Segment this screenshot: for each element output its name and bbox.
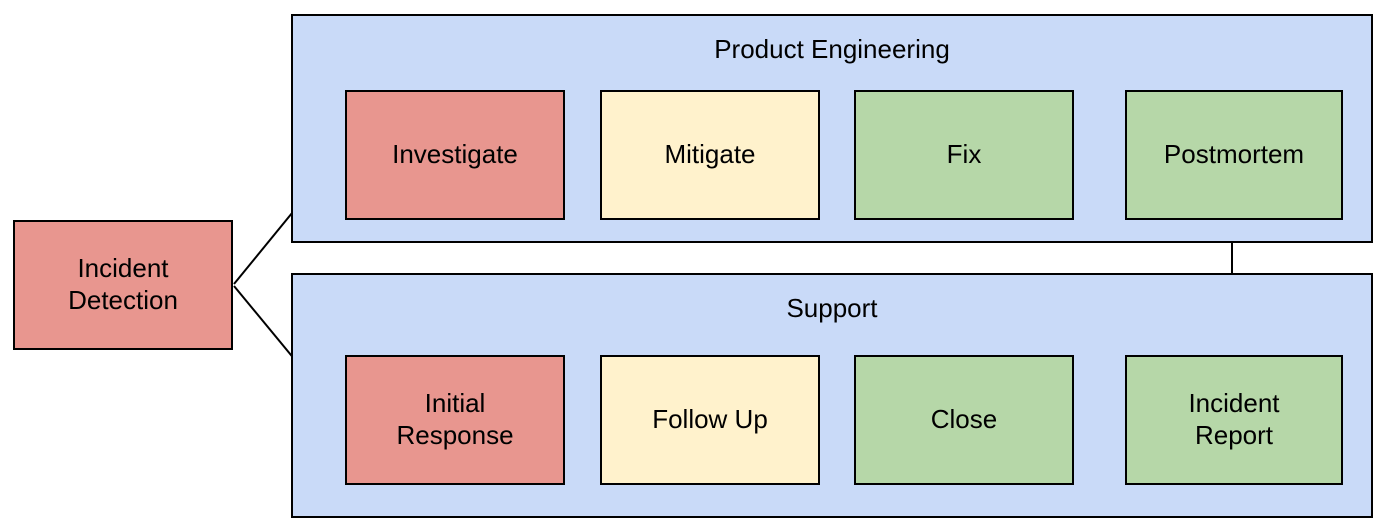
node-label: Fix	[946, 139, 982, 170]
node-incident-detection: Incident Detection	[13, 220, 233, 350]
node-label: Close	[930, 404, 998, 435]
lane-support: Support Initial Response Follow Up Close…	[291, 273, 1373, 518]
lane-product-engineering: Product Engineering Investigate Mitigate…	[291, 14, 1373, 243]
node-postmortem: Postmortem	[1125, 90, 1343, 220]
node-label: Investigate	[392, 139, 518, 170]
node-mitigate: Mitigate	[600, 90, 820, 220]
lane-title: Product Engineering	[714, 34, 950, 64]
node-label: Initial Response	[396, 388, 514, 450]
node-label: Incident Report	[1188, 388, 1280, 450]
node-label: Mitigate	[664, 139, 756, 170]
node-incident-report: Incident Report	[1125, 355, 1343, 485]
node-label: Follow Up	[652, 404, 768, 435]
node-follow-up: Follow Up	[600, 355, 820, 485]
lane-title: Support	[786, 293, 878, 323]
node-investigate: Investigate	[345, 90, 565, 220]
node-label: Postmortem	[1163, 139, 1305, 170]
node-label: Incident Detection	[68, 253, 178, 315]
node-close: Close	[854, 355, 1074, 485]
node-fix: Fix	[854, 90, 1074, 220]
node-initial-response: Initial Response	[345, 355, 565, 485]
